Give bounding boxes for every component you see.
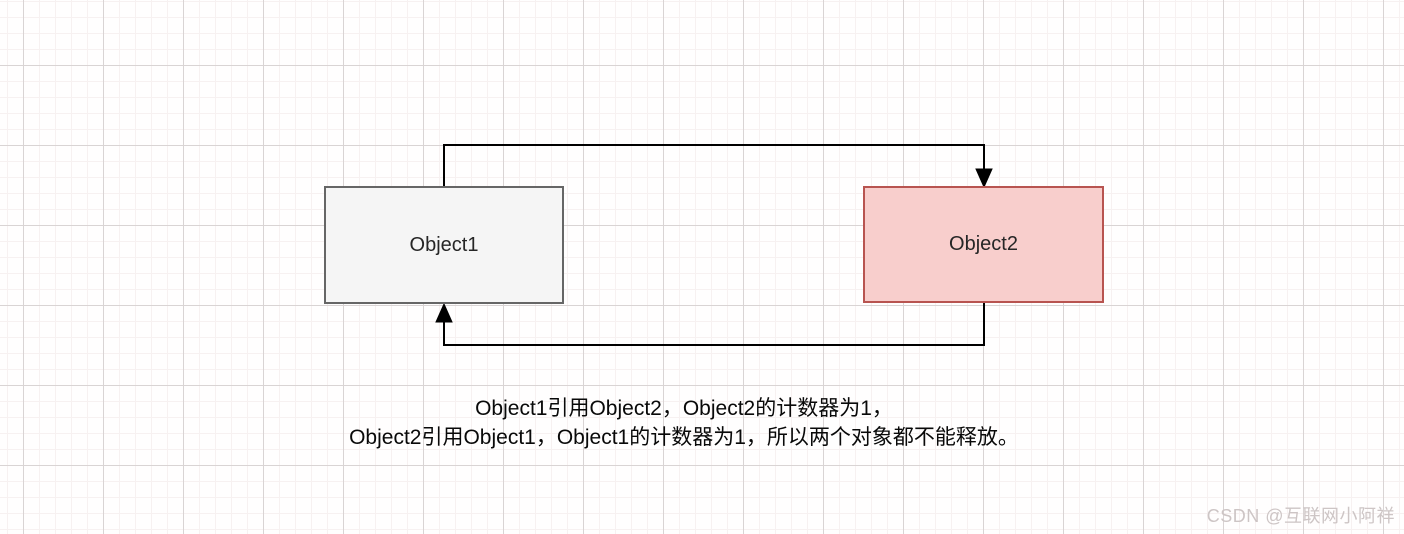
edge-object1-to-object2 — [443, 144, 985, 186]
caption-line-1: Object1引用Object2，Object2的计数器为1， — [475, 397, 893, 420]
caption: Object1引用Object2，Object2的计数器为1， Object2引… — [0, 394, 1368, 452]
node-object1: Object1 — [324, 186, 564, 304]
node-object1-label: Object1 — [409, 233, 479, 256]
watermark: CSDN @互联网小阿祥 — [1206, 506, 1395, 526]
arrowhead-down-icon — [975, 168, 993, 189]
edge-object2-to-object1 — [443, 303, 985, 346]
node-object2-label: Object2 — [949, 233, 1018, 255]
arrowhead-up-icon — [435, 302, 453, 323]
node-object2: Object2 — [863, 186, 1104, 303]
caption-line-2: Object2引用Object1，Object1的计数器为1，所以两个对象都不能… — [349, 426, 1019, 449]
